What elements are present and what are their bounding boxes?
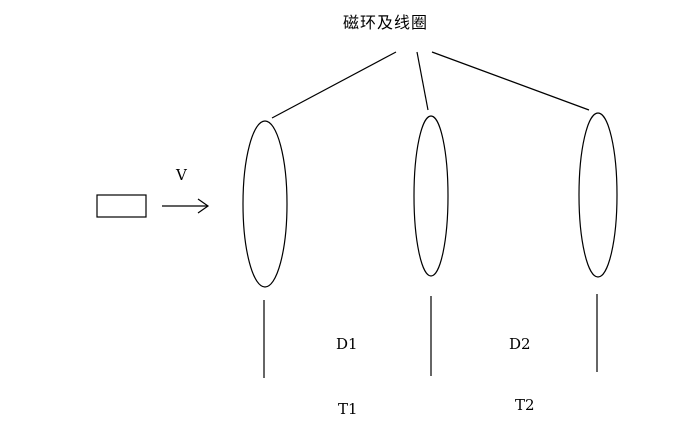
distance-label-d1: D1 xyxy=(336,335,358,353)
moving-object xyxy=(96,194,147,218)
magnetic-ring-1 xyxy=(242,120,288,288)
leader-line-ring-1 xyxy=(271,51,397,119)
velocity-arrow-head xyxy=(197,198,210,214)
diagram-title: 磁环及线圈 xyxy=(343,13,428,32)
time-label-t1: T1 xyxy=(338,400,358,418)
magnetic-ring-2 xyxy=(413,115,449,277)
magnetic-ring-3 xyxy=(578,112,618,278)
time-label-t2: T2 xyxy=(515,396,535,414)
velocity-label: V xyxy=(175,166,188,184)
leader-line-ring-3 xyxy=(431,51,590,111)
distance-label-d2: D2 xyxy=(509,335,531,353)
leader-line-ring-2 xyxy=(416,51,429,111)
